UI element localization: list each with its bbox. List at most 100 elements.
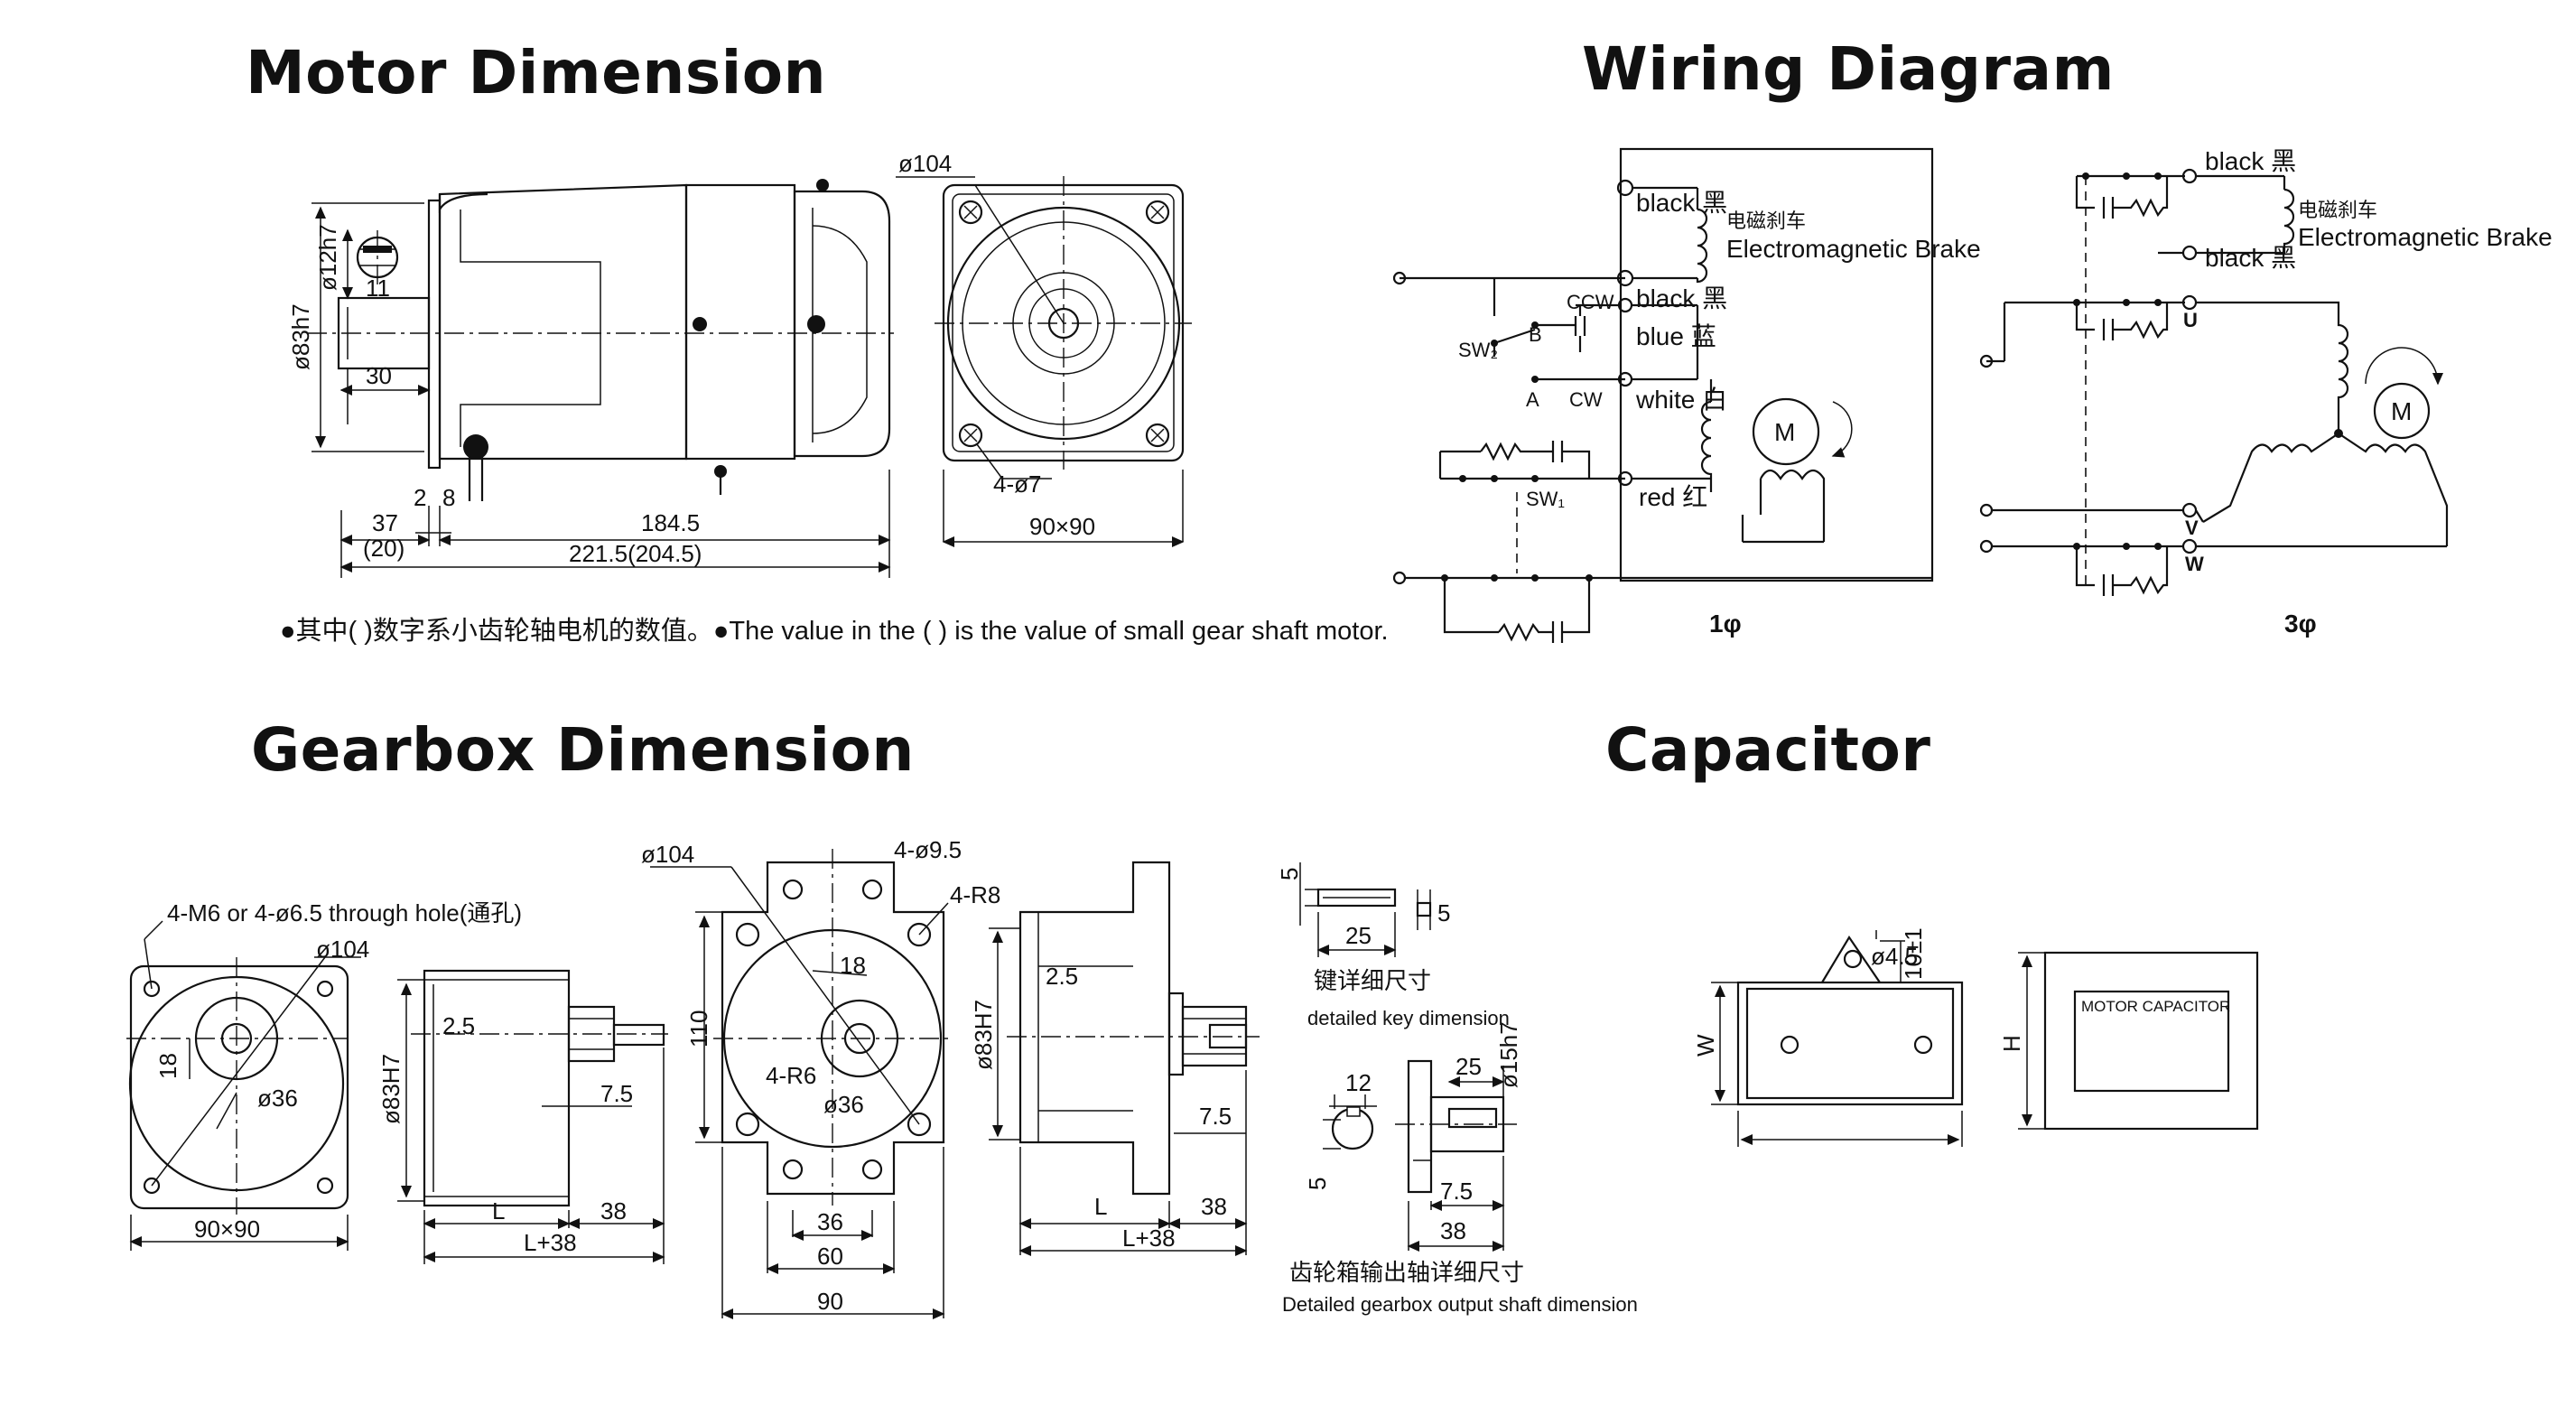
shaft-d25: 25 [1455,1053,1482,1080]
gb-f2-r6: 4-R6 [766,1062,816,1089]
sp-white: white 白 [1635,386,1727,414]
gb-side-l38: L+38 [524,1229,577,1256]
gb-side-l: L [492,1197,505,1224]
motor-d11: 11 [366,275,390,302]
gb-f2-d60: 60 [817,1243,843,1270]
cap-w: W [1692,1034,1719,1057]
motor-sq: 90×90 [1029,513,1095,540]
key-d5b: 5 [1437,899,1450,926]
sp-brake-en: Electromagnetic Brake [1726,235,1981,263]
sp-red: red 红 [1639,483,1707,511]
cap-h: H [1998,1035,2025,1052]
gb-s2-d25: 2.5 [1046,963,1078,990]
shaft-d38: 38 [1440,1217,1466,1244]
wiring-three-phase [1979,168,2449,596]
tp-brake-en: Electromagnetic Brake [2298,223,2553,251]
tp-motor: M [2391,397,2412,425]
tp-u: U [2183,309,2198,331]
gb-side-d83: ø83H7 [377,1054,405,1124]
key-d5a: 5 [1276,868,1303,880]
gb-f2-d104: ø104 [641,841,694,868]
gb-f2-d36c: ø36 [823,1091,864,1118]
gb-f2-d18: 18 [840,952,866,979]
shaft-detail [1323,1059,1517,1252]
gb-s2-d75: 7.5 [1199,1103,1232,1130]
sp-black1: black 黑 [1636,189,1727,217]
motor-d37: 37 [372,509,398,536]
motor-d83h7: ø83h7 [287,303,314,370]
capacitor-top-view [1711,930,1964,1147]
tp-black2: black 黑 [2205,244,2296,272]
capacitor-front-view [2018,951,2259,1131]
sp-black2: black 黑 [1636,284,1727,312]
gearbox-dimension-heading: Gearbox Dimension [251,715,915,785]
gearbox-side-view [397,969,668,1264]
capacitor-heading: Capacitor [1605,715,1931,785]
motor-d184: 184.5 [641,509,700,536]
motor-front-d104: ø104 [898,150,952,177]
key-en: detailed key dimension [1307,1007,1510,1029]
motor-d8: 8 [442,484,455,511]
tp-w: W [2185,553,2204,575]
gb-side-d38: 38 [600,1197,627,1224]
key-detail [1299,862,1432,957]
shaft-d5: 5 [1304,1178,1331,1190]
gb-side-d25: 2.5 [442,1012,475,1039]
wiring-diagram-heading: Wiring Diagram [1582,34,2115,104]
gb-front-holes: 4-M6 or 4-ø6.5 through hole(通孔) [167,899,522,926]
motor-holes: 4-ø7 [993,470,1041,498]
gb-s2-l38: L+38 [1122,1224,1176,1252]
sp-motor: M [1774,418,1795,446]
gb-f2-d90: 90 [817,1288,843,1315]
shaft-d75: 7.5 [1440,1178,1473,1205]
sp-phase: 1φ [1709,610,1742,638]
gb-f2-holes: 4-ø9.5 [894,836,962,863]
motor-side-view [307,179,894,578]
gb-s2-d83: ø83H7 [970,1000,997,1070]
motor-d2: 2 [414,484,426,511]
motor-note: ●其中( )数字系小齿轮轴电机的数值。●The value in the ( )… [280,616,1389,646]
motor-d221: 221.5(204.5) [569,540,702,567]
shaft-d12: 12 [1345,1069,1372,1096]
gearbox-side-view-2 [989,861,1260,1256]
gb-front-d18: 18 [154,1053,181,1079]
shaft-en: Detailed gearbox output shaft dimension [1282,1293,1638,1316]
gb-side-d75: 7.5 [600,1080,633,1107]
gb-front-sq: 90×90 [194,1215,260,1243]
gearbox-front-view [126,920,361,1251]
sp-blue: blue 蓝 [1636,322,1716,350]
sp-sw2: SW₂ [1458,339,1498,361]
cap-label: MOTOR CAPACITOR [2081,998,2230,1015]
gb-f2-d110: 110 [685,1010,712,1048]
cap-d45: ø4.5 [1871,943,1918,970]
cap-d10: 10±1 [1900,927,1927,980]
gb-s2-l: L [1094,1193,1107,1220]
shaft-cn: 齿轮箱输出轴详细尺寸 [1289,1259,1524,1286]
motor-d30: 30 [366,362,392,389]
sp-a: A [1526,388,1539,411]
tp-v: V [2185,517,2199,539]
tp-phase: 3φ [2284,610,2317,638]
wiring-single-phase [1392,147,1934,643]
key-d25: 25 [1345,922,1372,949]
gb-s2-d38: 38 [1201,1193,1227,1220]
sp-ccw: CCW [1567,291,1614,313]
tp-black1: black 黑 [2205,147,2296,175]
tp-brake-cn: 电磁刹车 [2298,199,2377,221]
sp-sw1: SW₁ [1526,488,1565,510]
gb-front-d36: ø36 [257,1085,298,1112]
motor-d12h7: ø12h7 [314,224,341,291]
motor-d20: (20) [363,535,405,562]
gb-f2-d36: 36 [817,1208,843,1235]
sp-brake-cn: 电磁刹车 [1726,210,1806,232]
gb-front-d104: ø104 [316,936,369,963]
motor-dimension-heading: Motor Dimension [246,38,827,107]
sp-b: B [1529,323,1542,346]
sp-cw: CW [1569,388,1603,411]
gearbox-front-view-2 [650,849,953,1319]
shaft-d15h7: ø15h7 [1495,1021,1522,1088]
motor-front-view [896,176,1192,547]
gb-f2-r8: 4-R8 [950,881,1000,908]
key-cn: 键详细尺寸 [1314,967,1431,994]
